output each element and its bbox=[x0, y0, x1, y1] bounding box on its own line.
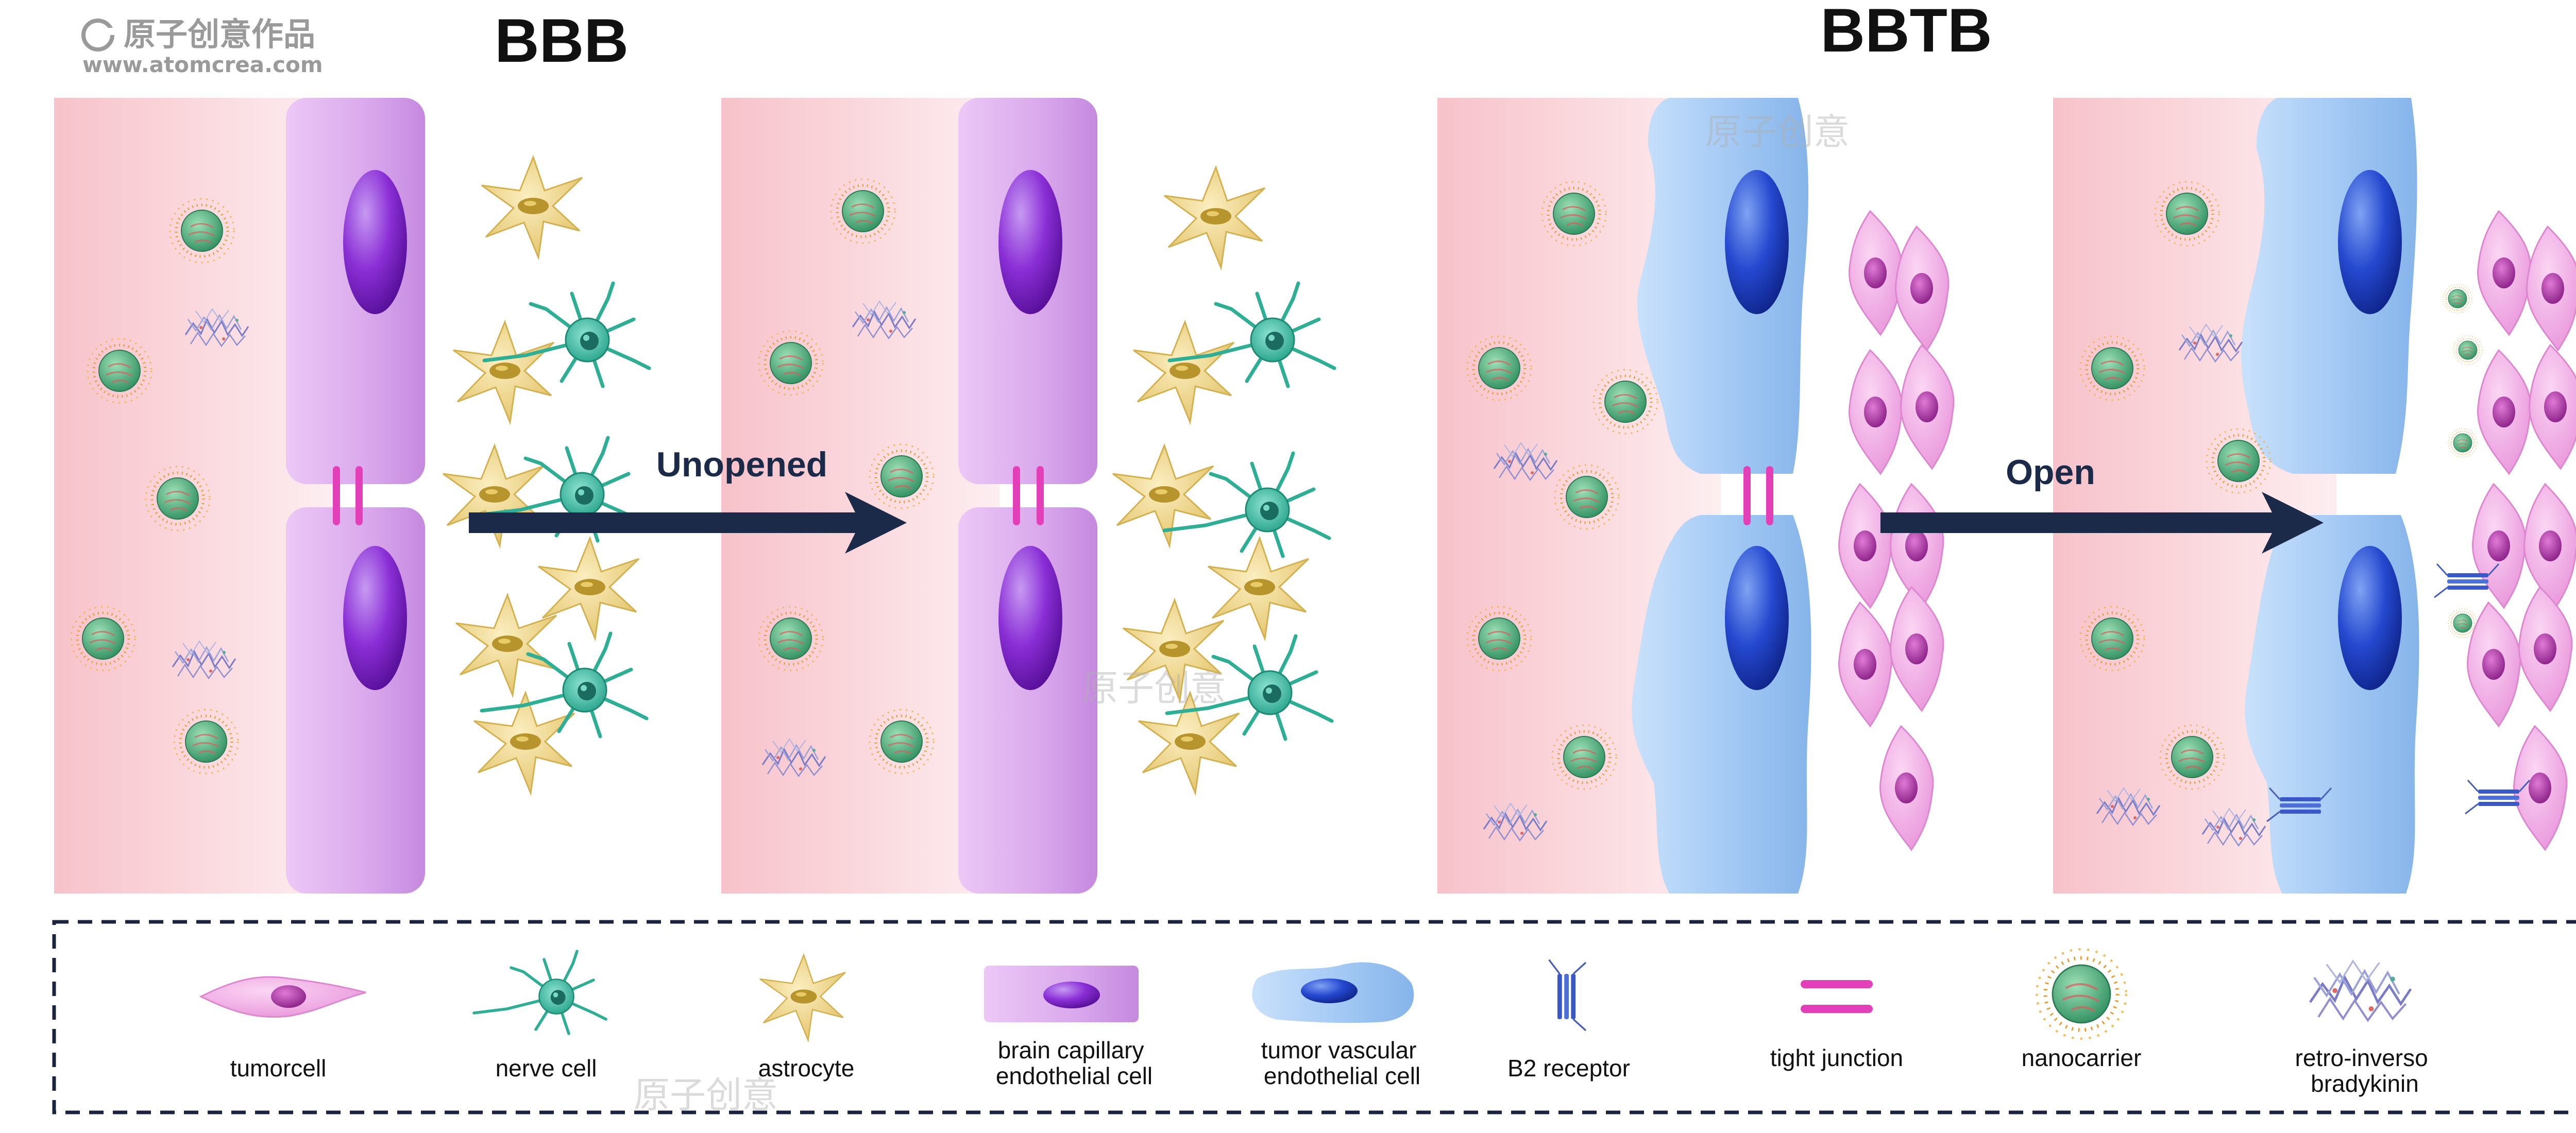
tumor-cell bbox=[1879, 725, 1934, 851]
legend-label-b2-receptor: B2 receptor bbox=[1507, 1055, 1630, 1082]
legend-label-nerve-cell: nerve cell bbox=[496, 1055, 597, 1082]
legend-label-nanocarrier: nanocarrier bbox=[2022, 1044, 2142, 1071]
watermark: 原子创意 bbox=[1705, 111, 1850, 153]
watermark: 原子创意 bbox=[1082, 667, 1226, 709]
legend-label-tight-junction: tight junction bbox=[1770, 1044, 1903, 1071]
tumor-cell bbox=[2467, 602, 2521, 727]
bbb-nucleus bbox=[998, 546, 1062, 690]
brand-url: www.atomcrea.com bbox=[82, 52, 323, 77]
bbtb-title: BBTB bbox=[1820, 0, 1992, 65]
astrocyte bbox=[455, 594, 557, 696]
tumor-cell bbox=[1900, 344, 1955, 470]
bbtb-nucleus bbox=[1725, 546, 1789, 690]
brand-name: 原子创意作品 bbox=[124, 15, 315, 53]
astrocyte bbox=[1163, 166, 1266, 269]
tight-junction-icon bbox=[1801, 980, 1873, 1013]
tumor-cell bbox=[1895, 226, 1950, 351]
tumor-cell bbox=[2477, 210, 2532, 336]
tumor-cell bbox=[2529, 344, 2576, 470]
tight-junction bbox=[1743, 466, 1773, 525]
legend-label-astrocyte: astrocyte bbox=[758, 1055, 855, 1082]
watermark-text: 原子创意 bbox=[634, 1074, 778, 1116]
astrocyte bbox=[473, 692, 575, 794]
bbtb-nucleus bbox=[2338, 546, 2402, 690]
tumor-vascular-endothelial-cell-icon bbox=[1252, 962, 1414, 1023]
nanocarrier bbox=[2447, 427, 2478, 458]
tumor-cell bbox=[2526, 226, 2576, 351]
nanocarrier-icon bbox=[2037, 949, 2126, 1039]
astrocyte bbox=[452, 321, 555, 423]
bbtb-nucleus bbox=[1725, 170, 1789, 314]
tumor-cell-icon bbox=[199, 976, 366, 1018]
nanocarrier bbox=[2452, 335, 2483, 366]
tumor-cell bbox=[1838, 602, 1893, 727]
astrocyte bbox=[537, 537, 640, 640]
tumor-cell bbox=[1890, 586, 1944, 712]
watermark-text: 原子创意 bbox=[1705, 111, 1850, 153]
brand-logo: 原子创意作品 www.atomcrea.com bbox=[81, 15, 323, 77]
tumor-cell bbox=[2518, 586, 2573, 712]
b2-receptor-icon bbox=[1548, 958, 1587, 1032]
retro-inverso-bradykinin-icon bbox=[2310, 961, 2411, 1020]
legend-label-bradykinin: retro-inverso bradykinin bbox=[2295, 1044, 2435, 1097]
tumor-cell bbox=[2523, 483, 2576, 609]
bbb-title: BBB bbox=[495, 6, 629, 75]
tumor-cell bbox=[1849, 349, 1903, 475]
bbb-brain-tissue-left bbox=[442, 156, 649, 794]
bbtb-vessel-right bbox=[2053, 98, 2419, 894]
nanocarrier bbox=[2447, 608, 2478, 639]
astrocyte-icon bbox=[759, 954, 846, 1041]
nanocarrier bbox=[2442, 283, 2473, 314]
tight-junction bbox=[333, 466, 363, 525]
legend-label-tumorcell: tumorcell bbox=[230, 1055, 327, 1082]
legend-label-tumor-vascular: tumor vascular endothelial cell bbox=[1261, 1037, 1423, 1089]
bbtb-tumor-tissue-right bbox=[2433, 210, 2576, 851]
unopened-label: Unopened bbox=[656, 445, 827, 484]
bbb-endothelial-cell bbox=[958, 507, 1097, 894]
open-arrow: Open bbox=[1880, 453, 2324, 554]
bbb-vessel-left bbox=[54, 98, 425, 894]
bbb-nucleus bbox=[998, 170, 1062, 314]
legend: tumorcell nerve cell astrocyte brain cap… bbox=[52, 920, 2576, 1114]
legend-label-brain-capillary: brain capillary endothelial cell bbox=[996, 1037, 1153, 1089]
astrocyte bbox=[1207, 537, 1310, 640]
tight-junction bbox=[1013, 466, 1044, 525]
astrocyte bbox=[1132, 321, 1235, 423]
watermark-text: 原子创意 bbox=[1082, 667, 1226, 709]
brain-capillary-endothelial-cell-icon bbox=[984, 966, 1139, 1022]
bbb-vessel-right bbox=[721, 98, 1097, 894]
bbb-nucleus bbox=[343, 546, 407, 690]
bbtb-vessel-left bbox=[1437, 98, 1811, 894]
tumor-cell bbox=[1838, 483, 1893, 609]
watermark: 原子创意 bbox=[634, 1074, 778, 1116]
astrocyte bbox=[481, 156, 583, 259]
tumor-cell bbox=[1890, 483, 1944, 609]
bbtb-endothelial-cell bbox=[1632, 515, 1811, 894]
tumor-cell bbox=[2477, 349, 2532, 475]
tumor-cell bbox=[1849, 210, 1903, 336]
nerve-cell-icon bbox=[474, 951, 606, 1034]
unopened-arrow: Unopened bbox=[469, 445, 907, 554]
open-label: Open bbox=[2006, 453, 2095, 492]
bbtb-nucleus bbox=[2338, 170, 2402, 314]
bbb-nucleus bbox=[343, 170, 407, 314]
